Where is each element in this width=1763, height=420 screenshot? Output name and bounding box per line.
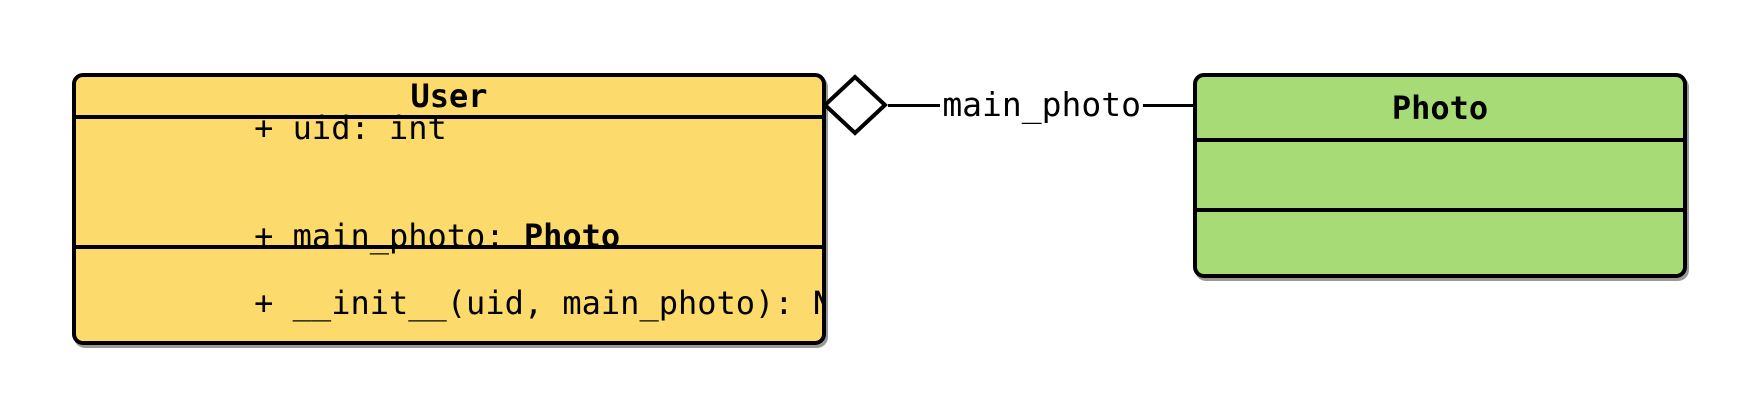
class-title-photo: Photo [1391,88,1489,127]
method-init: + __init__(uid, main_photo): None [100,249,822,341]
attribute-uid: + uid: int [100,77,822,182]
connector-line-left [888,103,941,107]
aggregation-diamond-icon [822,74,888,136]
connector-line-right [1143,103,1193,107]
class-header-user: User [76,77,822,115]
aggregation-connector: main_photo [822,74,1193,136]
attribute-uid-text: + uid: int [254,109,447,147]
photo-methods-section [1197,208,1683,274]
relationship-label: main_photo [942,84,1141,124]
class-box-user: User + uid: int + main_photo: Photo + __… [72,73,826,345]
user-attributes-section: + uid: int + main_photo: Photo [76,110,822,254]
method-init-text: + __init__(uid, main_photo): None [254,284,822,322]
class-title-user: User [410,77,488,115]
class-header-photo: Photo [1197,77,1683,138]
photo-attributes-section [1197,138,1683,208]
class-box-photo: Photo [1193,73,1687,278]
user-methods-section: + __init__(uid, main_photo): None [76,245,822,341]
